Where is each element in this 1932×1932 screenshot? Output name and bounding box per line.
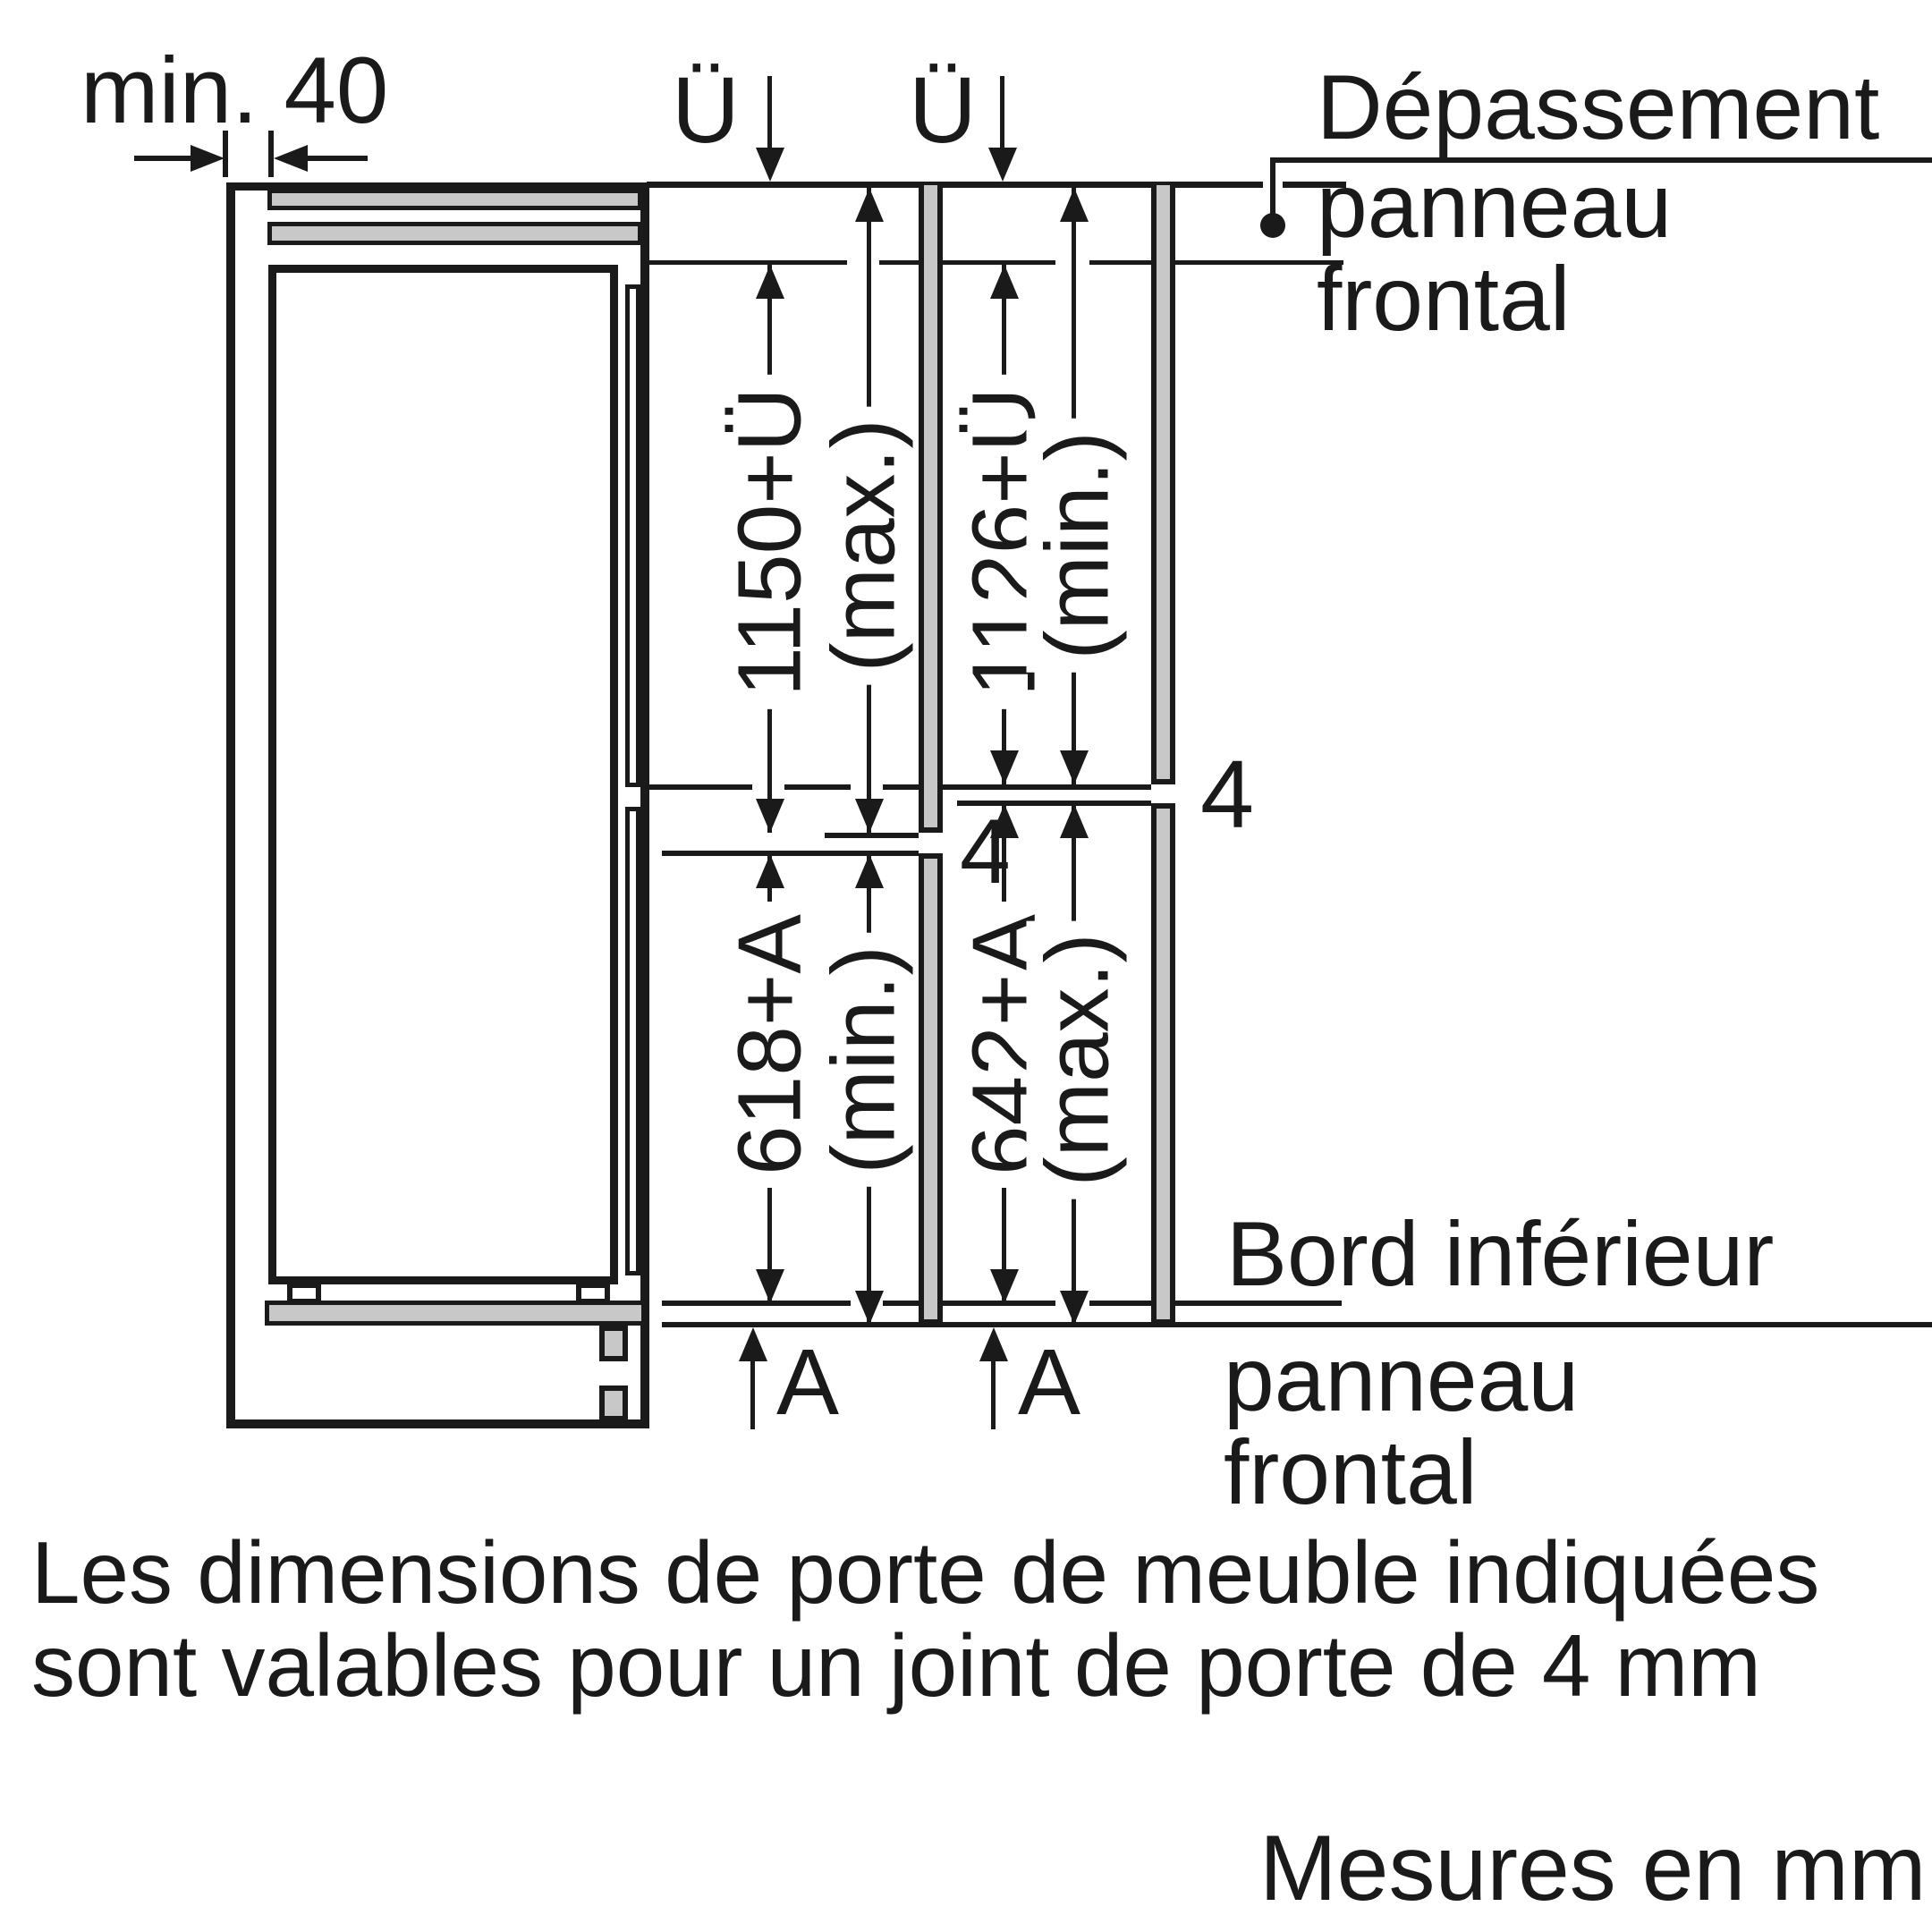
u-arrow-1-shaft	[767, 76, 772, 151]
dim-upper-right-value-head-top	[990, 265, 1019, 299]
seam-gap-label-right: 4	[1200, 740, 1255, 848]
dim-lower-right-qualifier-head-top	[1060, 804, 1089, 838]
right-seam-bottom-line	[957, 801, 1151, 806]
front-panel-left-lower	[919, 853, 943, 1325]
a-arrow-left-head	[739, 1327, 767, 1361]
cabinet-left-wall	[226, 182, 235, 1428]
cabinet-front-line	[640, 182, 649, 1428]
front-panel-right-upper	[1151, 185, 1175, 784]
min-40-arrow-left-head	[191, 145, 225, 172]
right-seam-top-line-seg2	[784, 784, 851, 790]
callout-top-line2: panneau	[1317, 155, 1673, 257]
dim-upper-left-value-label: 1150+Ü	[718, 375, 822, 709]
appliance-bottom-ref-line-seg3	[1089, 1301, 1342, 1306]
left-seam-bottom-line	[662, 851, 919, 856]
cabinet-bottom-panel-strip	[265, 1301, 646, 1326]
callout-top-line1: Dépassement	[1317, 56, 1880, 158]
a-arrow-right-shaft	[991, 1360, 996, 1429]
dim-upper-right-qualifier-head-bottom	[1060, 750, 1089, 784]
right-seam-top-line-seg3	[883, 784, 1151, 790]
panel-bottom-edge-line	[662, 1322, 1932, 1327]
left-seam-top-line	[825, 833, 919, 838]
cabinet-bottom-stub-lower	[599, 1385, 628, 1421]
callout-bottom-line1: Bord inférieur	[1226, 1203, 1775, 1305]
niche-top-line-seg2	[879, 260, 1055, 265]
dim-upper-left-qualifier-head-top	[855, 188, 884, 222]
dim-lower-left-qualifier-head-bottom	[855, 1291, 884, 1325]
dim-upper-left-value-head-top	[756, 265, 784, 299]
a-arrow-left-shaft	[750, 1360, 755, 1429]
dim-lower-right-qualifier-label: (max.)	[1026, 920, 1130, 1199]
panel-top-line-right-segment	[1283, 182, 1346, 188]
niche-top-line-seg3	[1089, 260, 1343, 265]
u-arrow-1-head	[756, 148, 784, 182]
appliance-lower-door	[625, 807, 640, 1275]
u-arrow-2-shaft	[1000, 76, 1004, 151]
cabinet-top-line	[226, 182, 649, 191]
appliance-body	[268, 265, 618, 1284]
min-40-arrow-right-head	[274, 145, 308, 172]
dim-lower-right-value-head-top	[990, 804, 1019, 838]
units-note: Mesures en mm	[1259, 1817, 1927, 1920]
cabinet-bottom-stub-upper	[599, 1326, 628, 1361]
min-40-arrow-left-shaft	[134, 156, 193, 161]
dim-upper-left-qualifier-head-bottom	[855, 799, 884, 833]
callout-bottom-line3: frontal	[1224, 1421, 1478, 1523]
dim-lower-left-value-head-top	[756, 854, 784, 888]
caption-line2: sont valables pour un joint de porte de …	[31, 1616, 1761, 1715]
appliance-bottom-ref-line-seg2	[883, 1301, 1055, 1306]
dim-upper-right-value-head-bottom	[990, 750, 1019, 784]
u-overhang-label-2: Ü	[909, 58, 977, 163]
panel-top-line	[647, 182, 1263, 188]
appliance-bottom-ref-line-seg1	[662, 1301, 851, 1306]
cabinet-top-panel-strip-2	[267, 222, 642, 245]
a-label-right: A	[1018, 1330, 1081, 1435]
callout-top-leader	[1270, 157, 1275, 218]
u-arrow-2-head	[988, 148, 1017, 182]
dim-lower-left-qualifier-head-top	[855, 854, 884, 888]
min-40-tick-right	[268, 131, 274, 177]
dim-lower-left-value-head-bottom	[756, 1269, 784, 1303]
dim-lower-left-qualifier-label: (min.)	[812, 933, 916, 1187]
callout-top-underline	[1270, 157, 1932, 163]
dim-upper-left-qualifier-label: (max.)	[812, 406, 916, 685]
right-seam-top-line-seg1	[647, 784, 752, 790]
callout-top-leader-dot	[1260, 213, 1285, 238]
min-40-arrow-right-shaft	[305, 156, 368, 161]
min-40-tick-left	[223, 131, 228, 177]
front-panel-right-lower	[1151, 803, 1175, 1325]
cabinet-top-panel-strip-1	[267, 189, 642, 210]
dim-upper-left-value-head-bottom	[756, 799, 784, 833]
callout-top-line3: frontal	[1317, 248, 1571, 350]
dim-lower-right-value-head-bottom	[990, 1269, 1019, 1303]
appliance-upper-door	[625, 284, 640, 787]
niche-top-line-seg1	[647, 260, 847, 265]
min-40-label: min. 40	[80, 38, 389, 143]
dim-upper-right-qualifier-head-top	[1060, 188, 1089, 222]
cabinet-bottom-line	[226, 1419, 649, 1428]
dim-lower-right-qualifier-head-bottom	[1060, 1291, 1089, 1325]
u-overhang-label-1: Ü	[672, 58, 740, 163]
seam-gap-label-left: 4	[960, 801, 1011, 902]
callout-bottom-line2: panneau	[1224, 1328, 1580, 1430]
a-label-left: A	[776, 1330, 840, 1435]
caption-line1: Les dimensions de porte de meuble indiqu…	[31, 1523, 1820, 1622]
dim-upper-right-qualifier-label: (min.)	[1026, 419, 1130, 673]
front-panel-left-upper	[919, 185, 943, 833]
dim-lower-left-value-label: 618+A	[718, 902, 822, 1188]
a-arrow-right-head	[979, 1327, 1008, 1361]
